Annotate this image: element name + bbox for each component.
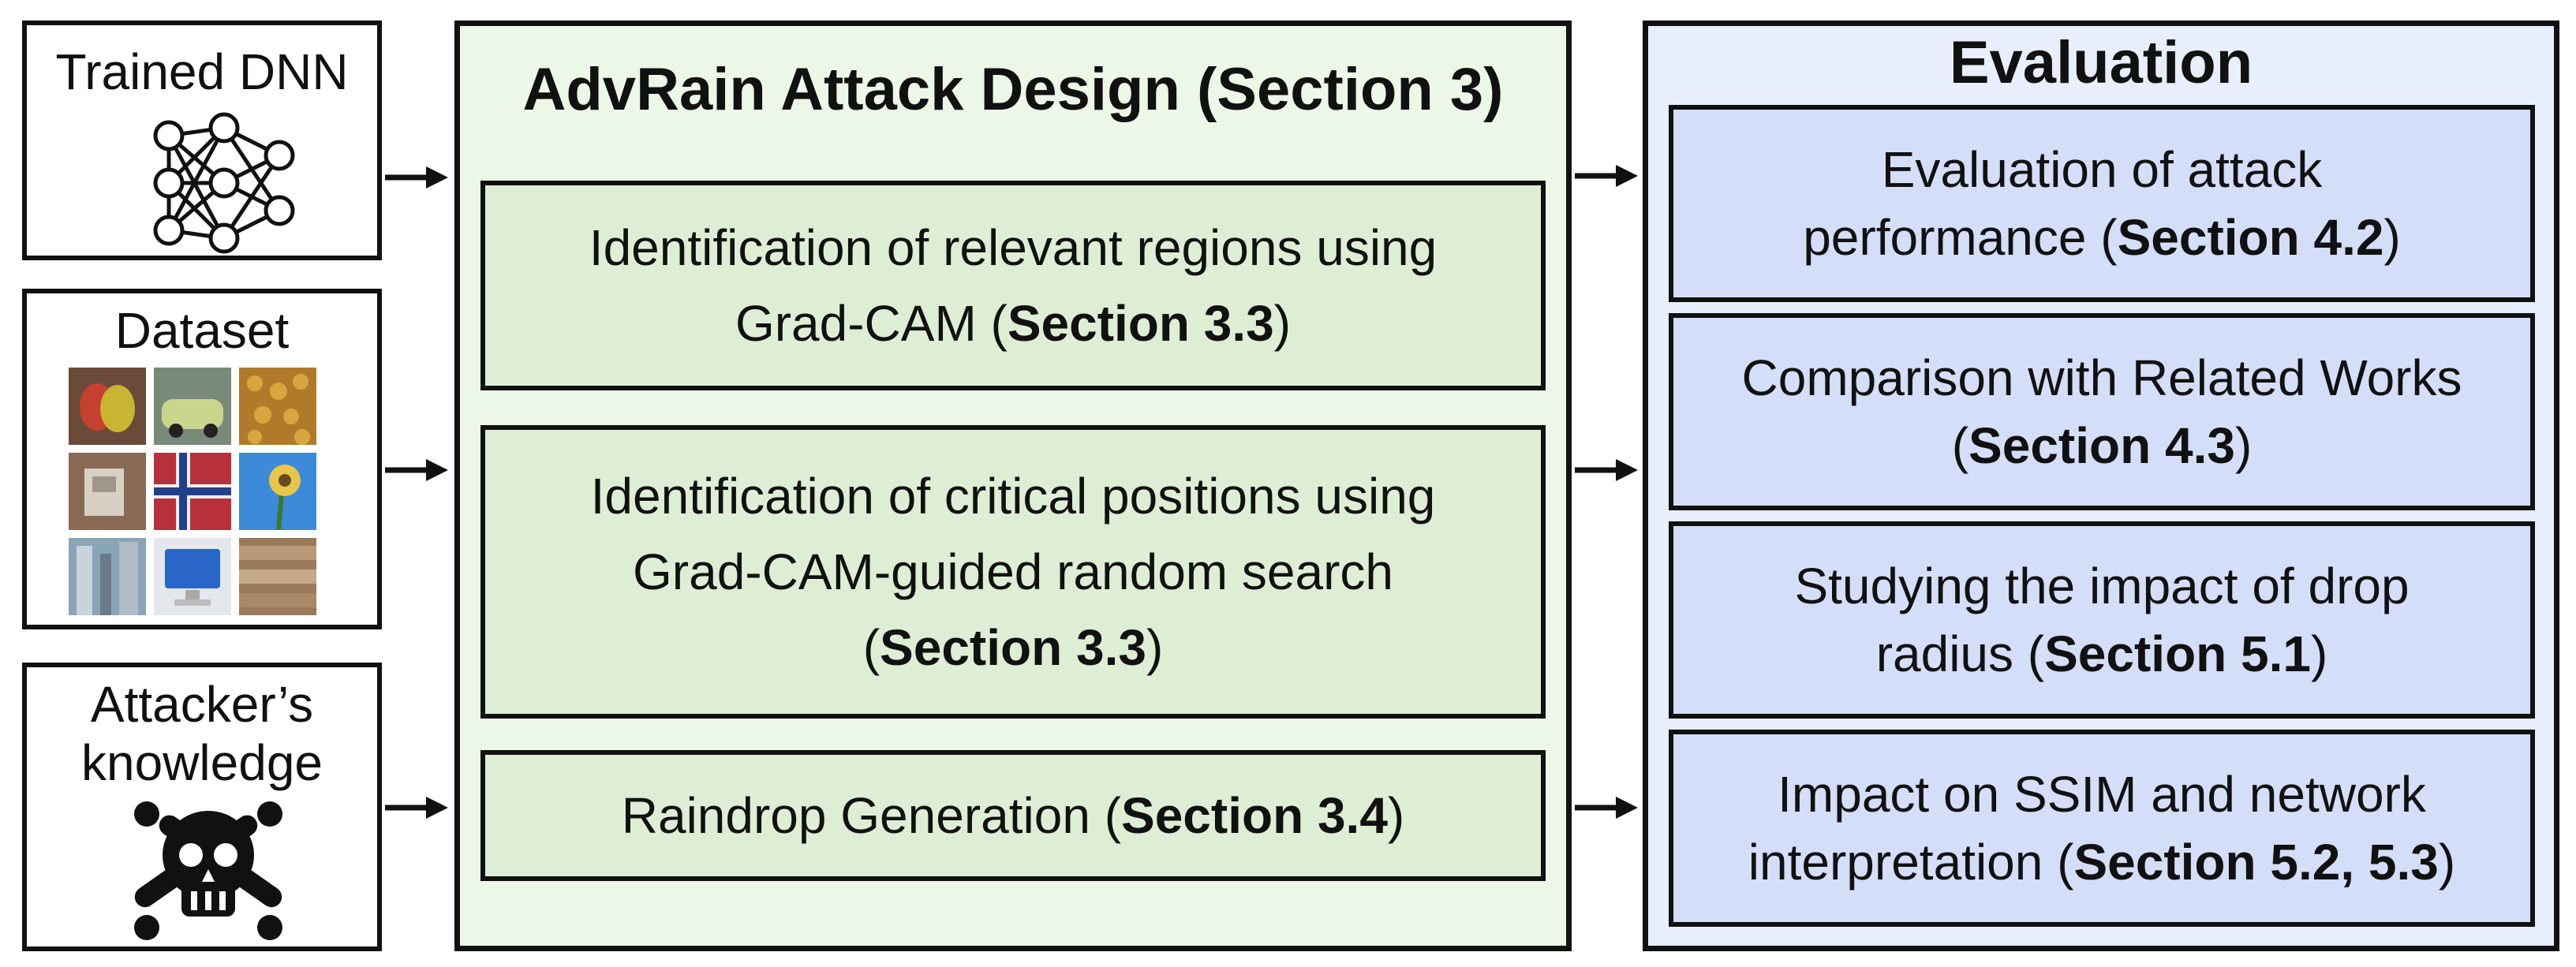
step2-line1: Identification of critical positions usi…	[590, 468, 1436, 525]
attacker-knowledge-box: Attacker’s knowledge	[22, 663, 382, 951]
arrow-right-icon	[385, 166, 448, 189]
dataset-thumbnail	[239, 453, 316, 530]
dataset-label: Dataset	[114, 302, 290, 359]
step3-section-ref: Section 3.4	[1121, 787, 1388, 844]
step1-line2: Grad-CAM (	[735, 295, 1008, 352]
dataset-thumbnail	[239, 538, 316, 615]
eval-drop-radius: Studying the impact of drop radius (Sect…	[1669, 521, 2535, 719]
eval-related-works: Comparison with Related Works (Section 4…	[1669, 313, 2535, 510]
eval4-section-ref: Section 5.2, 5.3	[2073, 834, 2439, 890]
dataset-thumbnail	[154, 453, 231, 530]
eval3-section-ref: Section 5.1	[2044, 625, 2311, 682]
attack-design-title: AdvRain Attack Design (Section 3)	[522, 56, 1504, 123]
evaluation-title: Evaluation	[1949, 29, 2253, 96]
step-critical-positions: Identification of critical positions usi…	[480, 425, 1546, 719]
step-raindrop-generation: Raindrop Generation (Section 3.4)	[480, 750, 1546, 881]
trained-dnn-box: Trained DNN	[22, 21, 382, 260]
attacker-label-line2: knowledge	[81, 734, 323, 791]
neural-network-icon	[153, 112, 295, 254]
dataset-thumbnail	[69, 538, 146, 615]
attack-design-panel: AdvRain Attack Design (Section 3) Identi…	[454, 21, 1572, 951]
eval1-section-ref: Section 4.2	[2117, 209, 2384, 266]
arrow-right-icon	[385, 797, 448, 819]
eval-attack-performance: Evaluation of attack performance (Sectio…	[1669, 105, 2535, 302]
step2-section-ref: Section 3.3	[880, 619, 1146, 676]
evaluation-panel: Evaluation Evaluation of attack performa…	[1643, 21, 2559, 951]
image-grid-icon	[69, 368, 329, 615]
dataset-box: Dataset	[22, 289, 382, 629]
arrow-right-icon	[1575, 797, 1638, 819]
step-relevant-regions: Identification of relevant regions using…	[480, 181, 1546, 390]
dataset-thumbnail	[69, 453, 146, 530]
eval-ssim-interpretation: Impact on SSIM and network interpretatio…	[1669, 730, 2535, 927]
step1-section-ref: Section 3.3	[1007, 295, 1274, 352]
step2-line2: Grad-CAM-guided random search	[633, 543, 1393, 600]
dataset-thumbnail	[154, 538, 231, 615]
skull-crossbones-icon	[134, 801, 282, 940]
dataset-thumbnail	[154, 368, 231, 445]
arrow-right-icon	[385, 459, 448, 481]
arrow-right-icon	[1575, 459, 1638, 481]
dataset-thumbnail	[239, 368, 316, 445]
trained-dnn-label: Trained DNN	[55, 43, 349, 100]
dataset-thumbnail	[69, 368, 146, 445]
eval2-section-ref: Section 4.3	[1968, 417, 2235, 474]
attacker-label-line1: Attacker’s	[90, 676, 314, 733]
arrow-right-icon	[1575, 165, 1638, 187]
step1-line1: Identification of relevant regions using	[589, 219, 1438, 276]
